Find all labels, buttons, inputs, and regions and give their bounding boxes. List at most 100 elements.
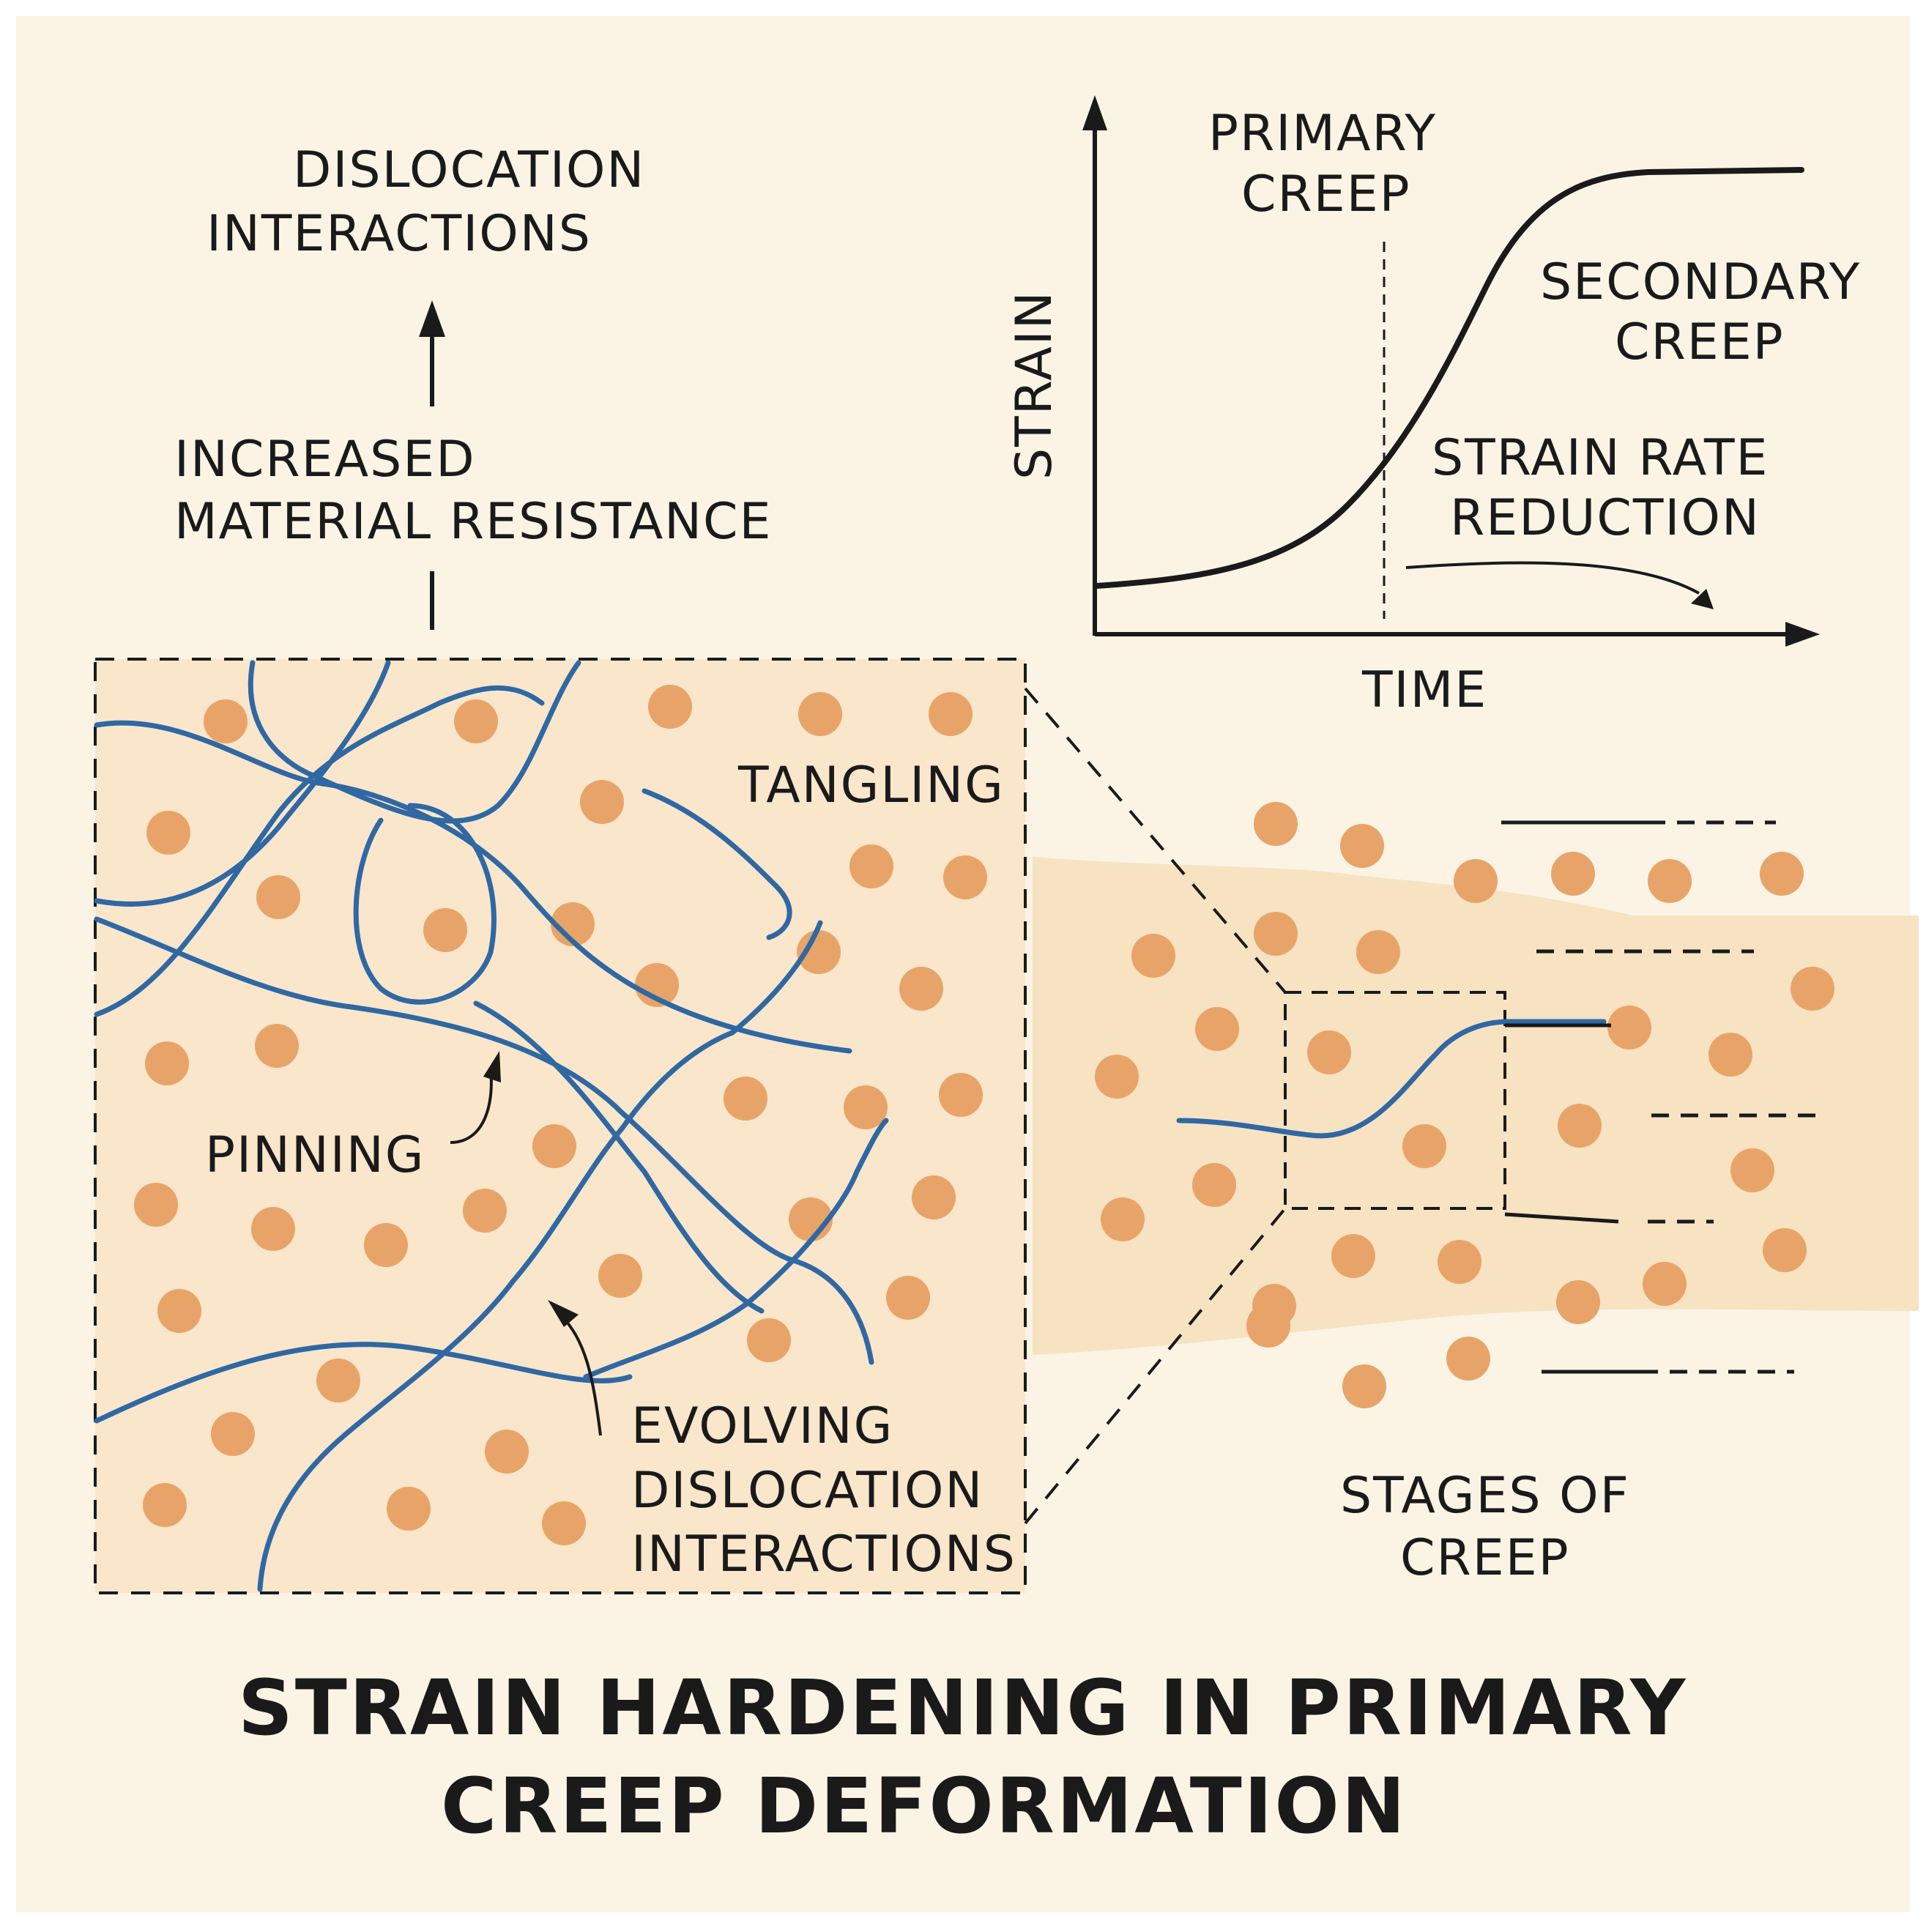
resistance-arrow-head <box>419 300 445 337</box>
pinning-pointer-head <box>483 1051 501 1082</box>
evolving-label-line3: INTERACTIONS <box>631 1526 1016 1583</box>
graph-secondary-creep-line2: CREEP <box>1615 313 1785 371</box>
precipitate-particle <box>542 1501 586 1545</box>
precipitate-particle <box>157 1289 201 1333</box>
dislocation-line <box>248 660 581 824</box>
dislocation-line <box>642 788 792 940</box>
precipitate-particle <box>1556 1280 1600 1324</box>
precipitate-particle <box>648 685 692 729</box>
precipitate-particle <box>1709 1033 1752 1077</box>
graph-x-axis-label: TIME <box>1361 661 1487 719</box>
dislocation-line <box>583 1118 889 1380</box>
evolving-pointer-head <box>548 1300 579 1327</box>
evolving-pointer-line <box>559 1313 602 1436</box>
precipitate-particle <box>1331 1234 1375 1278</box>
precipitate-particle <box>454 699 498 743</box>
precipitate-particle <box>1438 1240 1481 1284</box>
precipitate-particle <box>1607 1006 1651 1049</box>
precipitate-particle <box>929 692 973 736</box>
precipitate-particle <box>1558 1104 1602 1148</box>
precipitate-particle <box>134 1183 178 1227</box>
precipitate-particle <box>1101 1197 1145 1241</box>
magnified-inset <box>94 658 1027 1594</box>
stages-of-creep-line1: STAGES OF <box>1340 1467 1630 1525</box>
precipitate-particle <box>1454 859 1498 903</box>
evolving-pointer <box>548 1300 602 1436</box>
diagram-title-line2: CREEP DEFORMATION <box>441 1761 1408 1851</box>
precipitate-particle <box>1551 852 1595 896</box>
marker-line-solid <box>1504 1212 1619 1224</box>
precipitate-particle <box>1342 1364 1386 1408</box>
dislocation-line <box>353 803 497 1005</box>
precipitate-particle <box>1246 1304 1290 1348</box>
precipitate-particle <box>797 930 841 974</box>
inset-precipitates <box>134 685 987 1545</box>
graph-primary-creep-line1: PRIMARY <box>1208 105 1437 163</box>
pinning-pointer-line <box>450 1069 493 1144</box>
increased-resistance-line2: MATERIAL RESISTANCE <box>174 493 772 551</box>
precipitate-particle <box>1791 967 1834 1011</box>
increased-resistance-line1: INCREASED <box>174 431 476 488</box>
precipitate-particle <box>844 1085 888 1129</box>
precipitate-particle <box>1402 1124 1446 1168</box>
precipitate-particle <box>143 1483 187 1527</box>
precipitate-particle <box>551 902 595 946</box>
dislocation-line <box>729 920 823 1036</box>
precipitate-particle <box>1254 802 1298 846</box>
precipitate-particle <box>1356 930 1400 974</box>
precipitate-particle <box>1254 912 1298 956</box>
strain-rate-arrowhead <box>1691 589 1714 609</box>
precipitate-particle <box>1195 1007 1239 1051</box>
dislocation-line <box>473 1000 765 1314</box>
precipitate-particle <box>1730 1148 1774 1192</box>
graph-y-arrowhead <box>1082 95 1107 130</box>
evolving-label-line2: DISLOCATION <box>631 1462 984 1520</box>
graph-primary-creep-line2: CREEP <box>1241 166 1411 223</box>
tangling-label: TANGLING <box>737 757 1005 814</box>
dislocation-network <box>94 660 889 1592</box>
pinning-label: PINNING <box>205 1126 425 1184</box>
dislocation-interactions-line2: INTERACTIONS <box>207 205 592 263</box>
precipitate-particle <box>463 1189 507 1233</box>
precipitate-particle <box>1643 1262 1687 1306</box>
precipitate-particle <box>899 967 943 1011</box>
graph-x-arrowhead <box>1785 622 1820 647</box>
precipitate-particle <box>255 1024 299 1068</box>
precipitate-particle <box>316 1359 360 1402</box>
zoom-line-top <box>1024 687 1287 994</box>
dislocation-line <box>94 660 391 907</box>
precipitate-particle <box>1095 1055 1139 1099</box>
specimen-dislocation <box>1176 1019 1607 1139</box>
graph-strain-rate-line1: STRAIN RATE <box>1432 429 1769 487</box>
specimen-band <box>1033 857 1919 1355</box>
precipitate-particle <box>204 699 248 743</box>
dislocation-line <box>94 1342 633 1424</box>
specimen-marker-lines <box>1501 820 1820 1374</box>
precipitate-particle <box>1648 859 1692 903</box>
dislocation-line <box>94 916 874 1365</box>
precipitate-particle <box>211 1412 255 1456</box>
precipitate-particle <box>886 1276 930 1320</box>
precipitate-particle <box>1192 1163 1236 1207</box>
precipitate-particle <box>943 855 987 899</box>
pinning-pointer <box>450 1051 501 1144</box>
precipitate-particle <box>423 908 467 952</box>
resistance-arrow <box>419 300 445 630</box>
precipitate-particle <box>849 844 893 888</box>
precipitate-particle <box>364 1223 408 1267</box>
precipitate-particle <box>532 1124 576 1168</box>
dislocation-line <box>257 1030 735 1592</box>
precipitate-particle <box>798 692 842 736</box>
evolving-label-line1: EVOLVING <box>631 1397 893 1455</box>
creep-curve <box>1093 167 1804 589</box>
precipitate-particle <box>146 811 190 855</box>
precipitate-particle <box>1760 852 1804 896</box>
precipitate-particle <box>1446 1337 1490 1381</box>
precipitate-particle <box>1131 934 1175 978</box>
precipitate-particle <box>1307 1030 1351 1074</box>
graph-strain-rate-line2: REDUCTION <box>1450 489 1760 547</box>
precipitate-particle <box>387 1487 431 1531</box>
specimen-precipitates <box>1095 802 1834 1408</box>
strain-rate-arrow <box>1405 561 1700 595</box>
